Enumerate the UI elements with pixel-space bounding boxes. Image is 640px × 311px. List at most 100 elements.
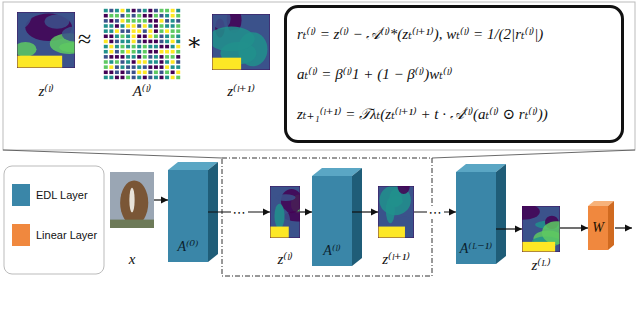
matrix-cell <box>121 24 125 28</box>
matrix-cell <box>176 76 180 80</box>
matrix-cell <box>109 60 113 64</box>
legend-swatch <box>12 224 30 246</box>
matrix-cell <box>171 14 175 18</box>
matrix-cell <box>137 9 141 13</box>
matrix-cell <box>148 76 152 80</box>
matrix-cell <box>132 55 136 59</box>
matrix-cell <box>176 29 180 33</box>
matrix-cell <box>115 24 119 28</box>
matrix-cell <box>126 35 130 39</box>
zoom-panel <box>3 2 635 150</box>
feature-blob <box>45 14 70 28</box>
matrix-cell <box>143 76 147 80</box>
matrix-cell <box>143 35 147 39</box>
matrix-cell <box>121 14 125 18</box>
matrix-cell <box>126 29 130 33</box>
matrix-cell <box>165 65 169 69</box>
matrix-cell <box>143 60 147 64</box>
matrix-cell <box>126 9 130 13</box>
matrix-cell <box>160 76 164 80</box>
matrix-cell <box>165 19 169 23</box>
matrix-cell <box>171 29 175 33</box>
matrix-cell <box>132 45 136 49</box>
matrix-cell <box>104 9 108 13</box>
matrix-ground <box>103 8 181 80</box>
matrix-cell <box>104 55 108 59</box>
matrix-cell <box>126 19 130 23</box>
matrix-cell <box>104 14 108 18</box>
feature-image: z⁽ˡ⁺¹⁾ <box>378 186 414 238</box>
matrix-cell <box>165 9 169 13</box>
matrix-cell <box>109 24 113 28</box>
node-label: A⁽⁰⁾ <box>168 238 208 256</box>
matrix-cell <box>148 29 152 33</box>
matrix-cell <box>176 55 180 59</box>
matrix-cell <box>104 29 108 33</box>
matrix-cell <box>132 76 136 80</box>
matrix-cell <box>137 50 141 54</box>
matrix-cell <box>143 29 147 33</box>
matrix-cell <box>171 71 175 75</box>
matrix-cell <box>109 19 113 23</box>
matrix-cell <box>104 50 108 54</box>
matrix-cell <box>104 60 108 64</box>
feature-image: x <box>110 172 154 228</box>
legend-row: Linear Layer <box>12 224 104 246</box>
matrix-cell <box>121 29 125 33</box>
matrix-cell <box>115 35 119 39</box>
matrix-cell <box>109 65 113 69</box>
matrix-cell <box>176 60 180 64</box>
matrix-cell <box>176 71 180 75</box>
matrix-cell <box>137 14 141 18</box>
matrix-cell <box>143 40 147 44</box>
connector-arrow <box>496 228 522 229</box>
feature-blob <box>59 42 75 52</box>
matrix-cell <box>165 35 169 39</box>
feature-border <box>522 206 560 252</box>
matrix-cell <box>132 40 136 44</box>
matrix-cell <box>154 35 158 39</box>
matrix-cell <box>165 60 169 64</box>
matrix-cell <box>137 65 141 69</box>
matrix-cell <box>109 50 113 54</box>
image-art <box>110 172 154 228</box>
matrix-cell <box>171 35 175 39</box>
matrix-cell <box>121 9 125 13</box>
matrix-cell <box>148 24 152 28</box>
matrix-cell <box>176 65 180 69</box>
matrix-cell <box>115 60 119 64</box>
matrix-cell <box>160 50 164 54</box>
feature-blob <box>276 194 296 201</box>
feature-image: z⁽ˡ⁾ <box>270 186 300 238</box>
matrix-cell <box>176 24 180 28</box>
matrix-cell <box>132 65 136 69</box>
matrix-cell <box>132 35 136 39</box>
image-art <box>103 8 181 80</box>
matrix-cell <box>160 60 164 64</box>
matrix-cell <box>126 76 130 80</box>
matrix-cell <box>137 40 141 44</box>
matrix-cell <box>171 60 175 64</box>
matrix-cell <box>115 76 119 80</box>
matrix-cell <box>126 14 130 18</box>
matrix-cell <box>165 55 169 59</box>
feature-blob <box>522 206 540 220</box>
node-label: A⁽ˡ⁾ <box>312 242 352 260</box>
image-art <box>212 14 270 70</box>
matrix-cell <box>154 65 158 69</box>
feature-band <box>17 56 62 68</box>
matrix-cell <box>148 19 152 23</box>
matrix-cell <box>165 76 169 80</box>
matrix-cell <box>104 35 108 39</box>
matrix-cell <box>148 65 152 69</box>
matrix-cell <box>171 19 175 23</box>
feature-image: z⁽ˡ⁺¹⁾ <box>212 14 270 70</box>
node-label: z⁽ˡ⁺¹⁾ <box>346 250 446 268</box>
legend-row: EDL Layer <box>12 184 104 206</box>
equation-line: rₜ⁽ˡ⁾ = z⁽ˡ⁾ − 𝒜⁽ˡ⁾*(zₜ⁽ˡ⁺¹⁾), wₜ⁽ˡ⁾ = 1… <box>297 25 611 44</box>
matrix-cell <box>104 76 108 80</box>
matrix-cell <box>171 55 175 59</box>
matrix-cell <box>115 40 119 44</box>
matrix-cell <box>132 29 136 33</box>
